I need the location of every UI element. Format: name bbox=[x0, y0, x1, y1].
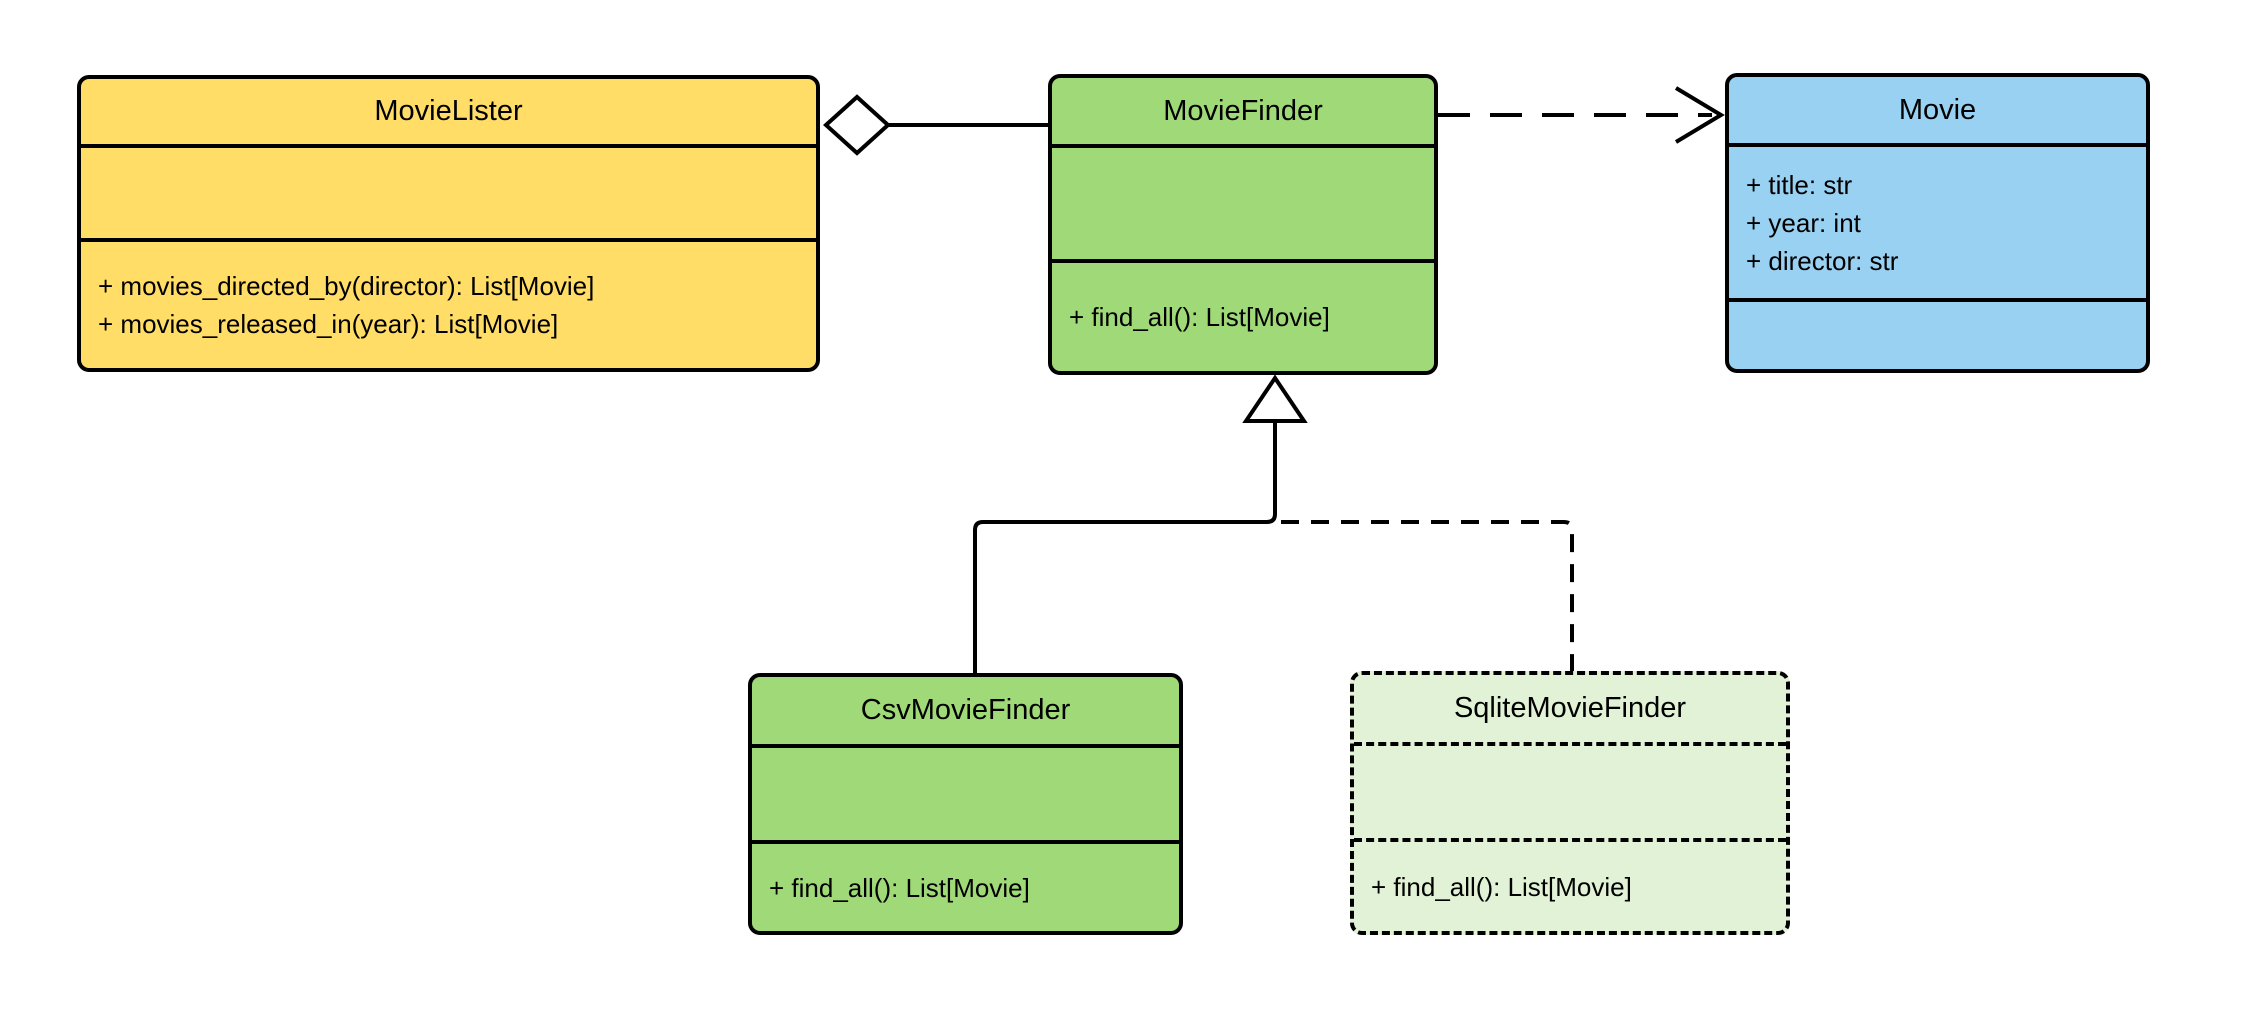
attribute-director: + director: str bbox=[1746, 245, 1899, 276]
inheritance-triangle-icon bbox=[1242, 374, 1308, 423]
methods-section-csv-movie-finder: + find_all(): List[Movie] bbox=[752, 840, 1179, 931]
class-name-csv-movie-finder: CsvMovieFinder bbox=[860, 694, 1071, 726]
attributes-section-movie: + title: str + year: int + director: str bbox=[1729, 143, 2146, 298]
aggregation-diamond-icon bbox=[823, 94, 891, 156]
dependency-arrowhead-icon bbox=[1674, 86, 1725, 144]
aggregation-connector bbox=[823, 94, 1048, 156]
method-find-all: + find_all(): List[Movie] bbox=[769, 872, 1030, 903]
attributes-section-csv-movie-finder bbox=[752, 744, 1179, 840]
attribute-title: + title: str bbox=[1746, 169, 1853, 200]
attribute-year: + year: int bbox=[1746, 207, 1861, 238]
class-box-sqlite-movie-finder: SqliteMovieFinder + find_all(): List[Mov… bbox=[1350, 671, 1790, 935]
class-name-movie: Movie bbox=[1898, 93, 1977, 126]
class-box-movie-finder: MovieFinder + find_all(): List[Movie] bbox=[1048, 74, 1438, 375]
class-box-movie: Movie + title: str + year: int + directo… bbox=[1725, 73, 2150, 373]
attributes-section-movie-finder bbox=[1052, 144, 1434, 259]
methods-section-movie bbox=[1729, 298, 2146, 369]
class-name-movie-lister: MovieLister bbox=[374, 95, 523, 127]
method-movies-directed-by: + movies_directed_by(director): List[Mov… bbox=[98, 271, 595, 301]
generalization-connector-sqlite bbox=[1281, 520, 1574, 671]
method-find-all: + find_all(): List[Movie] bbox=[1371, 871, 1632, 902]
method-find-all: + find_all(): List[Movie] bbox=[1069, 302, 1330, 332]
methods-section-movie-lister: + movies_directed_by(director): List[Mov… bbox=[81, 238, 816, 368]
attributes-section-sqlite-movie-finder bbox=[1354, 742, 1786, 838]
class-box-csv-movie-finder: CsvMovieFinder + find_all(): List[Movie] bbox=[748, 673, 1183, 935]
class-name-sqlite-movie-finder: SqliteMovieFinder bbox=[1453, 692, 1687, 724]
method-movies-released-in: + movies_released_in(year): List[Movie] bbox=[98, 309, 559, 339]
class-name-movie-finder: MovieFinder bbox=[1163, 94, 1323, 127]
methods-section-movie-finder: + find_all(): List[Movie] bbox=[1052, 259, 1434, 371]
generalization-connector-csv bbox=[973, 374, 1308, 673]
attributes-section-movie-lister bbox=[81, 144, 816, 238]
dependency-connector bbox=[1438, 86, 1725, 144]
methods-section-sqlite-movie-finder: + find_all(): List[Movie] bbox=[1354, 838, 1786, 931]
class-box-movie-lister: MovieLister + movies_directed_by(directo… bbox=[77, 75, 820, 372]
